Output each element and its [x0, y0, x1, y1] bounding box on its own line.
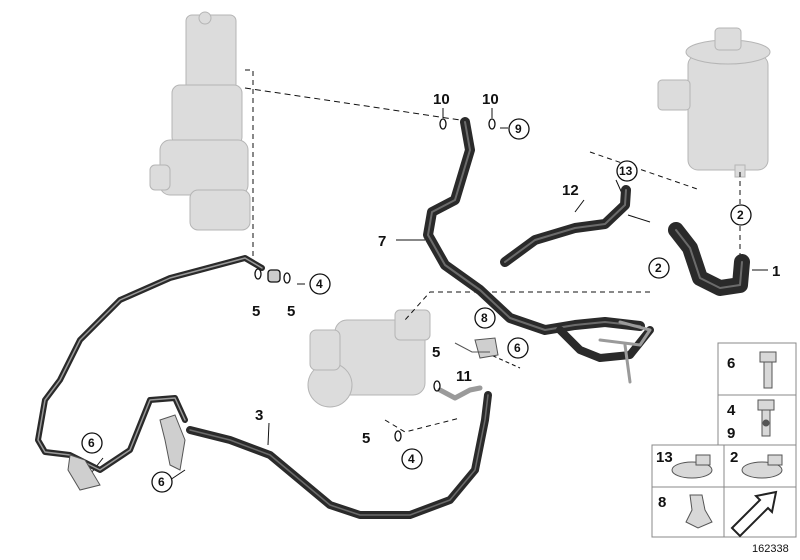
- callout-6a: 6: [514, 341, 521, 355]
- callout-6b: 6: [88, 436, 95, 450]
- callout-6c: 6: [158, 475, 165, 489]
- bolt-icon: [759, 351, 777, 389]
- legend-grid: [651, 342, 797, 538]
- callout-12: 12: [562, 182, 579, 199]
- callout-13: 13: [619, 164, 633, 178]
- hose-12: [500, 185, 631, 267]
- arrow-icon: [730, 490, 778, 538]
- callout-10a: 10: [433, 91, 450, 108]
- brackets: [67, 337, 499, 491]
- callout-2b: 2: [655, 261, 662, 275]
- callout-labels: 10 10 12 7 1 5 5 5 11 3 5: [252, 91, 780, 447]
- legend-label-2: 2: [730, 449, 738, 466]
- legend-numbers: 6 4 9 13 2 8: [656, 355, 738, 511]
- callout-5a: 5: [252, 303, 260, 320]
- hose-1: [668, 222, 750, 296]
- legend-label-13: 13: [656, 449, 673, 466]
- power-steering-pump-icon: [307, 309, 431, 408]
- callout-4b: 4: [408, 452, 415, 466]
- hoses: [35, 117, 750, 519]
- callout-10b: 10: [482, 91, 499, 108]
- callout-9: 9: [515, 122, 522, 136]
- steering-gear-icon: [149, 11, 251, 231]
- callout-5c: 5: [432, 344, 440, 361]
- legend-label-4: 4: [727, 402, 736, 419]
- callout-5d: 5: [362, 430, 370, 447]
- legend-label-6: 6: [727, 355, 735, 372]
- fittings: [254, 118, 496, 442]
- callout-8: 8: [481, 311, 488, 325]
- callout-11: 11: [456, 368, 472, 385]
- reservoir-icon: [657, 27, 771, 178]
- circled-callout-labels: 9 13 2 2 4 8 6 6 4 6: [88, 122, 744, 489]
- callout-5b: 5: [287, 303, 295, 320]
- callout-4a: 4: [316, 277, 323, 291]
- circled-callouts: [81, 118, 752, 493]
- clip-icon: [685, 494, 713, 529]
- legend-label-9: 9: [727, 425, 735, 442]
- banjo-bolt-icon: [757, 399, 775, 437]
- callout-2a: 2: [737, 208, 744, 222]
- diagram-id: 162338: [752, 543, 789, 555]
- hose-3: [186, 391, 492, 519]
- legend-label-8: 8: [658, 494, 666, 511]
- callout-3: 3: [255, 407, 263, 424]
- callout-1: 1: [772, 263, 780, 280]
- hose-clamp-icon: [671, 454, 783, 479]
- callout-7: 7: [378, 233, 386, 250]
